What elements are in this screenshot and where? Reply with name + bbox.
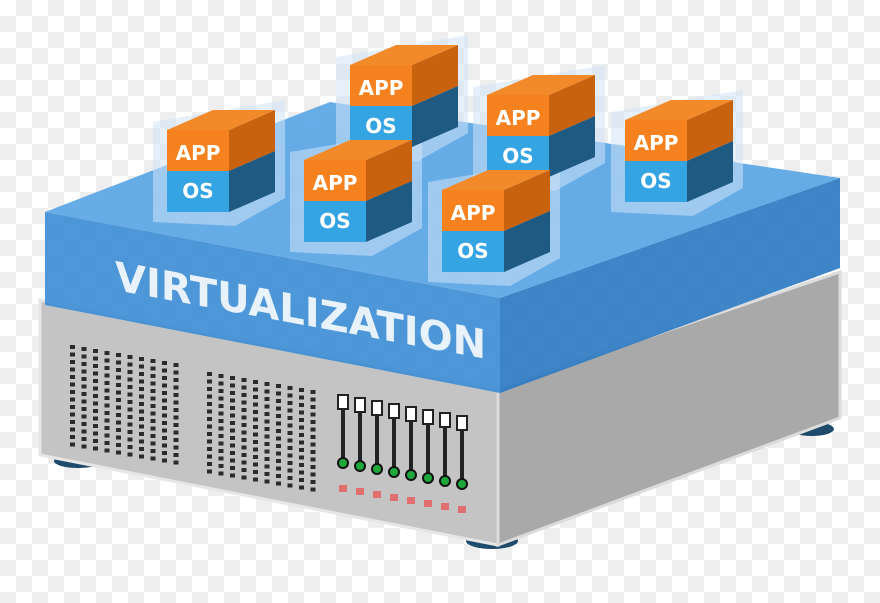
app-layer [442, 190, 504, 231]
app-label: APP [176, 141, 221, 165]
app-layer [304, 160, 366, 201]
vm-box: APP OS [167, 110, 275, 212]
app-layer [487, 95, 549, 136]
app-layer [350, 65, 412, 106]
vm-box: APP OS [442, 170, 550, 272]
app-label: APP [359, 76, 404, 100]
indicator-light [373, 491, 381, 498]
drive-bay [337, 394, 349, 492]
os-label: OS [502, 144, 533, 168]
drive-bay [456, 415, 468, 513]
status-led [337, 457, 349, 469]
vent-grill [70, 345, 179, 465]
drive-bay [371, 400, 383, 498]
indicator-light [339, 485, 347, 492]
indicator-light [424, 500, 432, 507]
app-label: APP [496, 106, 541, 130]
app-label: APP [451, 201, 496, 225]
os-label: OS [365, 114, 396, 138]
vm-box: APP OS [350, 45, 458, 147]
drive-bay [422, 409, 434, 507]
os-label: OS [640, 169, 671, 193]
virtualization-side [500, 178, 840, 393]
os-label: OS [457, 239, 488, 263]
drive-bay [354, 397, 366, 495]
os-layer [625, 161, 687, 202]
os-label: OS [319, 209, 350, 233]
os-layer [442, 231, 504, 272]
vm-box: APP OS [487, 75, 595, 177]
server [38, 269, 842, 549]
status-led [354, 460, 366, 472]
status-led [405, 469, 417, 481]
vent-grill [207, 372, 316, 492]
os-label: OS [182, 179, 213, 203]
indicator-light [407, 497, 415, 504]
indicator-light [356, 488, 364, 495]
app-label: APP [634, 131, 679, 155]
indicator-light [390, 494, 398, 501]
status-led [371, 463, 383, 475]
os-layer [167, 171, 229, 212]
vm-box: APP OS [304, 140, 412, 242]
os-layer [304, 201, 366, 242]
status-led [439, 475, 451, 487]
app-layer [625, 120, 687, 161]
status-led [422, 472, 434, 484]
drive-bay [405, 406, 417, 504]
drive-bay [388, 403, 400, 501]
vm-box: APP OS [625, 100, 733, 202]
virtualization-front [45, 212, 500, 393]
indicator-light [458, 506, 466, 513]
indicator-light [441, 503, 449, 510]
server-side [496, 269, 842, 548]
vm-boxes: APP OS APP OS APP OS APP OS APP OS APP OS [167, 45, 733, 272]
status-led [456, 478, 468, 490]
app-layer [167, 130, 229, 171]
status-led [388, 466, 400, 478]
app-label: APP [313, 171, 358, 195]
drive-bay [439, 412, 451, 510]
